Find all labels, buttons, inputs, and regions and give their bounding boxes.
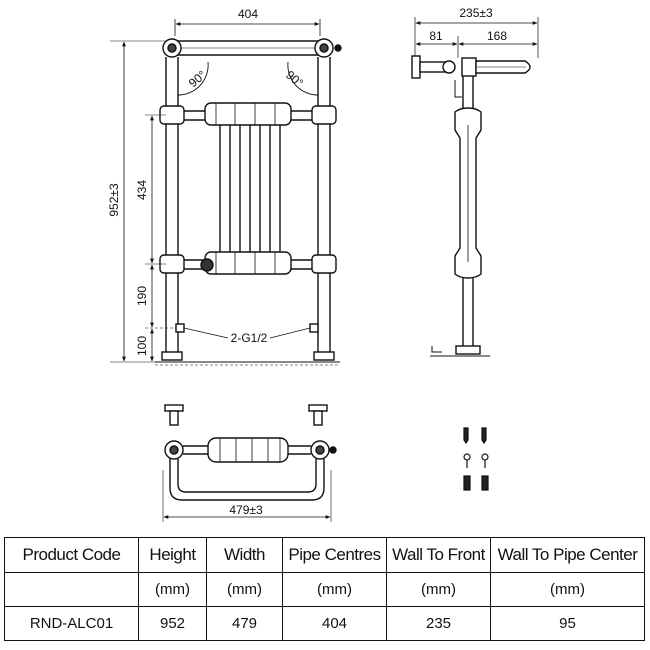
front-view [110, 19, 342, 366]
header-wall-to-pipe-center: Wall To Pipe Center [490, 537, 645, 573]
header-pipe-centres: Pipe Centres [282, 537, 387, 573]
width-dimension: 404 [238, 7, 258, 21]
unit-product-code [4, 572, 139, 607]
overall-width-dimension: 479±3 [229, 503, 263, 517]
header-height: Height [138, 537, 207, 573]
table-header-row: Product Code Height Width Pipe Centres W… [4, 537, 645, 573]
side-view-labels: 235±3 81 168 [429, 6, 507, 43]
unit-wall-to-pipe-center: (mm) [490, 572, 645, 607]
spec-table: Product Code Height Width Pipe Centres W… [4, 537, 645, 641]
header-width: Width [206, 537, 283, 573]
height-dimension: 952±3 [107, 183, 121, 217]
pipe-dimension: 168 [487, 29, 507, 43]
value-wall-to-pipe-center: 95 [490, 606, 645, 641]
value-height: 952 [138, 606, 207, 641]
technical-drawing: 404 952±3 434 190 100 90° 90° 2-G1/2 [107, 6, 539, 522]
header-wall-to-front: Wall To Front [386, 537, 491, 573]
unit-width: (mm) [206, 572, 283, 607]
table-units-row: (mm) (mm) (mm) (mm) (mm) [4, 572, 645, 607]
value-pipe-centres: 404 [282, 606, 387, 641]
angle-left-label: 90° [186, 68, 209, 91]
value-product-code: RND-ALC01 [4, 606, 139, 641]
angle-right-label: 90° [283, 68, 306, 91]
low-gap-dimension: 190 [135, 286, 149, 306]
rail-gap-dimension: 434 [135, 180, 149, 200]
plan-view-labels: 479±3 [229, 503, 263, 517]
connection-label: 2-G1/2 [231, 331, 268, 345]
unit-wall-to-front: (mm) [386, 572, 491, 607]
floor-dimension: 100 [135, 336, 149, 356]
unit-height: (mm) [138, 572, 207, 607]
value-width: 479 [206, 606, 283, 641]
front-view-labels: 404 952±3 434 190 100 90° 90° 2-G1/2 [107, 7, 306, 356]
depth-dimension: 235±3 [459, 6, 493, 20]
plan-view [162, 404, 337, 522]
bracket-dimension: 81 [429, 29, 443, 43]
fixings-screws [463, 427, 489, 491]
header-product-code: Product Code [4, 537, 139, 573]
unit-pipe-centres: (mm) [282, 572, 387, 607]
table-values-row: RND-ALC01 952 479 404 235 95 [4, 606, 645, 641]
side-view [411, 17, 539, 357]
value-wall-to-front: 235 [386, 606, 491, 641]
